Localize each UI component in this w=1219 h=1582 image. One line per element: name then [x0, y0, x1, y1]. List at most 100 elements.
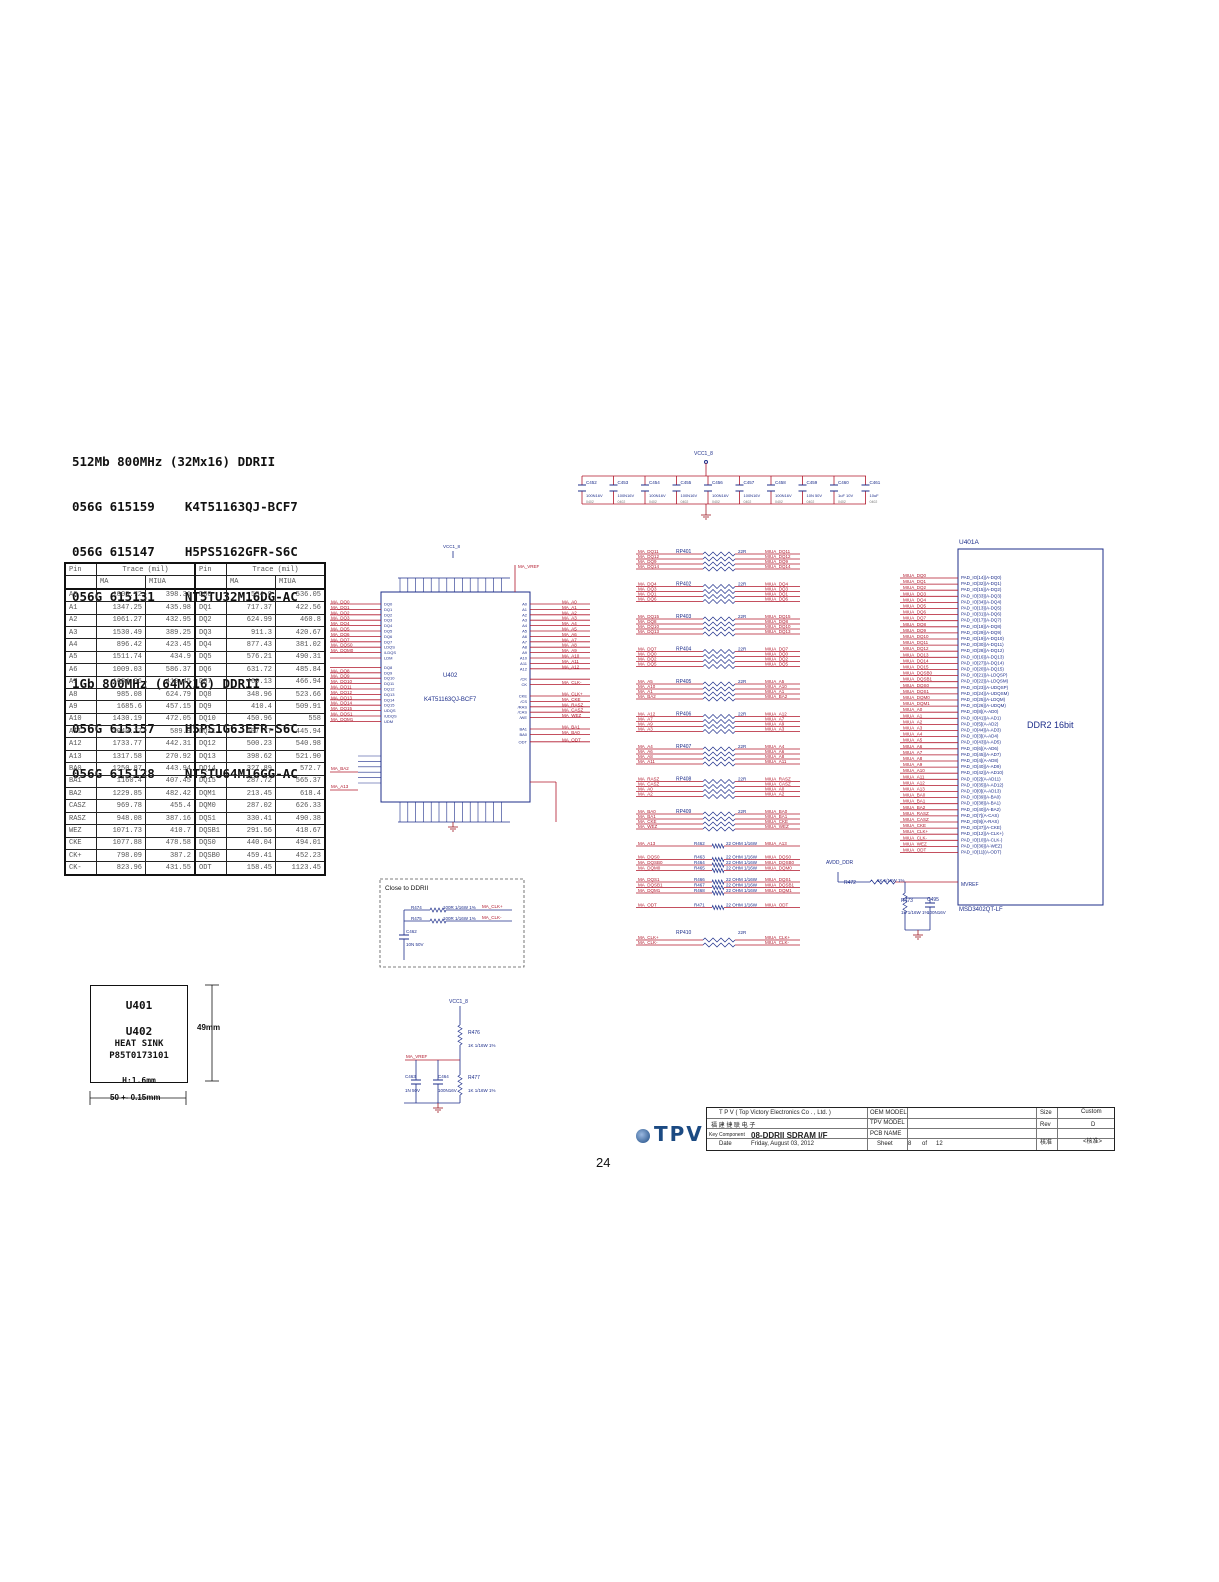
net-label: MA_CLK+	[562, 692, 583, 697]
pin-label: PAD_IO[45](A-AD7)	[961, 752, 1001, 757]
net-label: MA_DQ7	[638, 647, 657, 652]
net-label: MA_DQ10	[331, 679, 353, 684]
net-label: MA_DQ3	[331, 616, 350, 621]
table-cell: 1733.77	[96, 737, 146, 751]
cap-ref: C453	[618, 480, 629, 485]
table-cell: 624.99	[226, 613, 276, 627]
resistor-zigzag	[702, 556, 736, 562]
resistor-zigzag	[702, 621, 736, 627]
net-label: MIUA_DQS1	[903, 689, 930, 694]
pin-label: PAD_IO[35](A-AD12)	[961, 782, 1004, 787]
logo-text: TPV	[654, 1122, 704, 1146]
resistor-zigzag	[702, 659, 736, 664]
resistor-zigzag	[711, 843, 725, 849]
table-cell: 450.96	[226, 712, 276, 727]
net-label: MIUA_DQ10	[765, 624, 791, 629]
rp-value: 22R	[738, 809, 747, 814]
resistor-zigzag	[702, 714, 736, 719]
pin-label: PAD_IO[0](A-AD13)	[961, 789, 1001, 794]
table-cell: A10	[64, 712, 97, 727]
table-cell: DQ8	[194, 687, 227, 702]
net-label: MIUA_DQM1	[765, 888, 792, 893]
pin-label: DQ15	[384, 703, 395, 708]
heatsink-height-dim: 49mm	[197, 1023, 221, 1032]
net-label: MA_DQS0	[638, 855, 660, 860]
table-cell: 431.55	[145, 861, 196, 876]
net-label: MIUA_DQ0	[765, 652, 789, 657]
net-label: MIUA_DQM0	[903, 695, 930, 700]
company-name: T P V ( Top Victory Electronics Co . , L…	[719, 1110, 831, 1116]
net-label: MA_CKE	[638, 819, 657, 824]
resistor-value: 22 OHM 1/16W	[726, 883, 758, 888]
net-label: MIUA_DQ2	[765, 657, 789, 662]
pin-label: PAD_IO[15](A-DQ2)	[961, 587, 1002, 592]
part-group-header: 512Mb 800MHz (32Mx16) DDRII	[72, 454, 276, 469]
pin-label: LDM	[384, 656, 392, 661]
net-label: MA_DQ13	[638, 629, 660, 634]
resistor-zigzag	[711, 904, 725, 911]
table-cell: DQ12	[194, 737, 227, 751]
table-cell: 985.08	[96, 687, 146, 702]
pin-label: PAD_IO[4](A-AD8)	[961, 758, 999, 763]
pin-label: PAD_IO[3](A-AD4)	[961, 734, 999, 739]
table-header-cell: MIUA	[275, 575, 326, 590]
net-label: MA_BA2	[638, 694, 656, 699]
rp-ref: RP405	[676, 679, 692, 685]
table-cell: CASZ	[64, 799, 97, 813]
resistor-zigzag	[869, 879, 896, 885]
pin-label: PAD_IO[2](A-AD11)	[961, 776, 1001, 781]
resistor-value: 22 OHM 1/16W	[726, 903, 758, 908]
table-cell: 572.7	[275, 762, 326, 776]
table-cell: 158.45	[226, 861, 276, 876]
net-label: MIUA_DQ6	[765, 597, 789, 602]
pin-label: PAD_IO[26](A-UDQM)	[961, 703, 1006, 708]
cap-ref: C463	[405, 1074, 416, 1079]
table-cell: DQSB0	[194, 848, 227, 863]
net-label: MA_DQ12	[638, 554, 660, 559]
table-cell: A9	[64, 700, 97, 714]
net-label: MIUA_DQ11	[903, 640, 929, 645]
net-label: MA_CASZ	[638, 782, 660, 787]
net-label: MIUA_DQ13	[765, 629, 791, 634]
table-cell: 387.16	[145, 811, 196, 826]
net-label: MA_DQ7	[331, 637, 350, 642]
table-cell: A7	[64, 675, 97, 689]
table-cell: 1061.27	[96, 613, 146, 627]
net-label: MA_BA2	[331, 766, 349, 771]
rp-ref: RP406	[676, 712, 692, 718]
table-cell: 291.56	[226, 824, 276, 838]
cap-package: 0402	[649, 500, 657, 504]
resistor-zigzag	[702, 779, 736, 784]
cap-ref: C457	[744, 480, 755, 485]
net-label: MA_DQ11	[331, 685, 352, 690]
resistor-zigzag	[702, 664, 736, 669]
net-label: MIUA_A10	[903, 768, 925, 773]
resistor-zigzag	[702, 551, 736, 557]
table-cell: A5	[64, 650, 97, 665]
cap-ref: C458	[775, 480, 786, 485]
net-label: MA_DQM1	[638, 888, 661, 893]
table-cell: 422.56	[275, 601, 326, 615]
rp-value: 22R	[738, 777, 747, 782]
net-label: MIUA_A1	[765, 689, 785, 694]
net-label: MIUA_DQS1	[765, 877, 792, 882]
net-label: MA_DQSB1	[638, 883, 663, 888]
resistor-ref: R475	[411, 916, 422, 921]
rp-ref: RP404	[676, 647, 692, 653]
pin-label: DQ9	[384, 670, 393, 675]
net-label: MA_A10	[638, 684, 656, 689]
net-label: MIUA_A9	[903, 762, 923, 767]
sheet-total: 12	[936, 1141, 943, 1147]
pin-label: PAD_IO[40](A-BA2)	[961, 807, 1001, 812]
pin-label: PAD_IO[30](A-DQ11)	[961, 642, 1004, 647]
pin-label: UDQS	[384, 708, 396, 713]
tpv-model-label: TPV MODEL	[870, 1120, 905, 1126]
net-label: MIUA_DQ8	[903, 622, 927, 627]
pin-label: PAD_IO[14](A-DQ0)	[961, 575, 1002, 580]
table-cell: 1317.58	[96, 749, 146, 764]
table-cell: 1250.87	[96, 762, 146, 776]
net-label: MA_CASZ	[562, 708, 584, 713]
cap-package: 0402	[807, 500, 815, 504]
